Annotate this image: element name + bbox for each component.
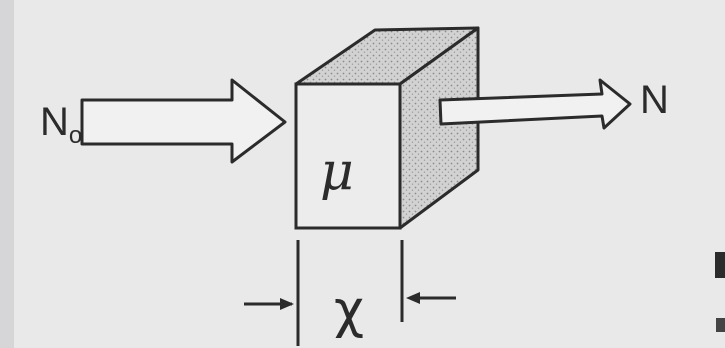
transmitted-beam-arrow [438, 78, 632, 130]
thickness-dimension [244, 240, 456, 346]
cropped-glyph [716, 318, 725, 332]
block-front-face [294, 82, 402, 230]
attenuation-coefficient-label: μ [320, 142, 354, 202]
page-edge [0, 0, 14, 348]
incident-subscript: o [68, 122, 83, 149]
incident-intensity-symbol: N [40, 100, 69, 144]
incident-intensity-label: No [40, 100, 82, 150]
incident-beam-arrow [80, 78, 287, 164]
transmitted-intensity-label: N [640, 78, 669, 122]
cropped-glyph [715, 252, 725, 278]
thickness-label: χ [334, 280, 365, 340]
